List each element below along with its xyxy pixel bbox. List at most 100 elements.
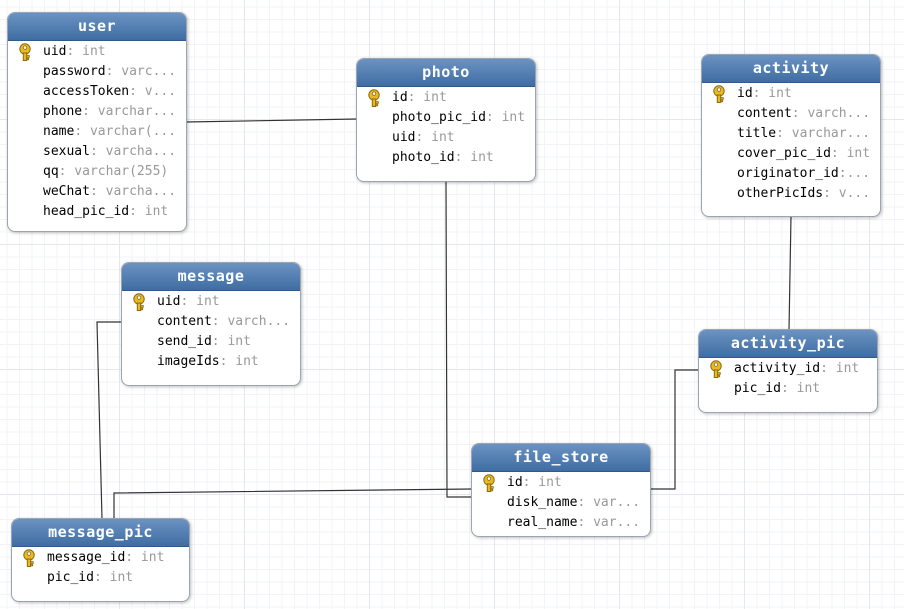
relation-message-pic-file-store [113, 488, 473, 519]
field-row[interactable]: imageIds: int [122, 352, 300, 372]
field-row[interactable]: uid: int [122, 292, 300, 312]
field-name: name [43, 124, 75, 139]
field-name: uid [392, 130, 416, 145]
field-type: : int [522, 475, 562, 490]
field-type: : int [211, 334, 251, 349]
field-name: id [507, 475, 523, 490]
field-type: : v... [823, 186, 871, 201]
field-row[interactable]: photo_id: int [357, 148, 535, 168]
field-name: photo_id [392, 150, 455, 165]
relation-activity-activity-pic [788, 215, 792, 331]
field-name: cover_pic_id [737, 146, 831, 161]
relation-activity-pic-file-store [650, 369, 699, 490]
field-name: accessToken [43, 84, 130, 99]
field-row[interactable]: uid: int [8, 42, 186, 62]
field-type: : int [752, 86, 792, 101]
field-row[interactable]: title: varchar... [702, 124, 880, 144]
field-type: : varchar(... [74, 124, 177, 139]
field-row[interactable]: disk_name: var... [472, 493, 650, 513]
field-type: : v... [129, 84, 177, 99]
field-row[interactable]: send_id: int [122, 332, 300, 352]
field-name: head_pic_id [43, 204, 130, 219]
field-row[interactable]: weChat: varcha... [8, 182, 186, 202]
field-type: : int [415, 130, 455, 145]
field-row[interactable]: password: varc... [8, 62, 186, 82]
field-type: : int [830, 146, 871, 161]
field-name: pic_id [734, 381, 781, 396]
field-row[interactable]: content: varch... [702, 104, 880, 124]
field-type: : int [454, 150, 494, 165]
field-row[interactable]: real_name: var... [472, 513, 650, 533]
table-title: activity_pic [699, 330, 877, 358]
field-type: : varchar... [776, 126, 871, 141]
field-row[interactable]: pic_id: int [12, 568, 189, 588]
relation-message-message-pic [96, 321, 122, 520]
field-row[interactable]: sexual: varcha... [8, 142, 186, 162]
field-name: phone [43, 104, 83, 119]
field-type: : int [180, 294, 220, 309]
field-name: password [43, 64, 106, 79]
field-row[interactable]: phone: varchar... [8, 102, 186, 122]
field-row[interactable]: content: varch... [122, 312, 300, 332]
table-title: message [122, 263, 300, 291]
field-type: : varch... [211, 314, 291, 329]
field-row[interactable]: id: int [472, 473, 650, 493]
field-type: : varcha... [89, 184, 177, 199]
table-title: photo [357, 59, 535, 87]
field-row[interactable]: qq: varchar(255) [8, 162, 186, 182]
field-name: send_id [157, 334, 212, 349]
field-row[interactable]: id: int [702, 84, 880, 104]
field-type: : int [407, 90, 447, 105]
field-type: : int [485, 110, 526, 125]
primary-key-icon [19, 43, 31, 61]
table-title: message_pic [12, 519, 189, 547]
field-type: : varc... [105, 64, 177, 79]
field-row[interactable]: message_id: int [12, 548, 189, 568]
field-row[interactable]: id: int [357, 88, 535, 108]
field-type: : varchar(255) [58, 164, 169, 179]
field-name: imageIds [157, 354, 220, 369]
primary-key-icon [713, 85, 725, 103]
field-row[interactable]: originator_id:... [702, 164, 880, 184]
table-title: file_store [472, 444, 650, 472]
field-row[interactable]: activity_id: int [699, 359, 877, 379]
table-title: activity [702, 55, 880, 83]
field-row[interactable]: cover_pic_id: int [702, 144, 880, 164]
field-row[interactable]: uid: int [357, 128, 535, 148]
field-row[interactable]: pic_id: int [699, 379, 877, 399]
field-row[interactable]: photo_pic_id: int [357, 108, 535, 128]
field-name: message_id [47, 550, 126, 565]
field-name: photo_pic_id [392, 110, 486, 125]
field-name: pic_id [47, 570, 94, 585]
field-type: : int [125, 550, 165, 565]
field-row[interactable]: otherPicIds: v... [702, 184, 880, 204]
primary-key-icon [23, 549, 35, 567]
field-row[interactable]: accessToken: v... [8, 82, 186, 102]
field-row[interactable]: name: varchar(... [8, 122, 186, 142]
field-type: : int [93, 570, 134, 585]
field-type: :... [838, 166, 871, 181]
field-row[interactable]: head_pic_id: int [8, 202, 186, 222]
relation-user-photo [185, 118, 358, 123]
field-type: : varch... [791, 106, 871, 121]
field-name: disk_name [507, 495, 578, 510]
primary-key-icon [483, 474, 495, 492]
field-type: : int [66, 44, 106, 59]
field-name: id [392, 90, 408, 105]
field-type: : varcha... [89, 144, 177, 159]
